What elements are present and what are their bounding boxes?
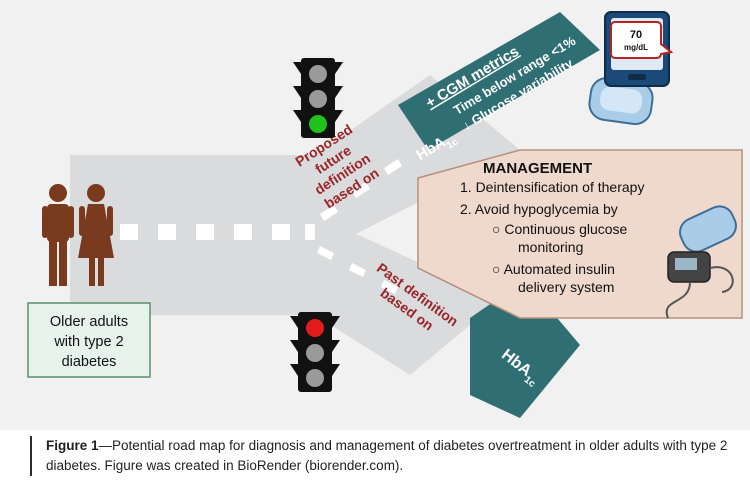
svg-text:monitoring: monitoring (518, 239, 583, 255)
svg-text:with type 2: with type 2 (53, 334, 123, 350)
caption-label: Figure 1 (46, 438, 99, 453)
cgm-sensor-icon (588, 76, 654, 126)
svg-text:2. Avoid hypoglycemia by: 2. Avoid hypoglycemia by (460, 201, 618, 217)
caption-text: —Potential road map for diagnosis and ma… (46, 438, 728, 473)
glucose-meter-icon: 70 mg/dL (604, 11, 674, 87)
svg-text:1. Deintensification of therap: 1. Deintensification of therapy (460, 179, 644, 195)
insulin-pump-icon (665, 251, 734, 319)
cgm-sensor-2-icon (679, 205, 737, 253)
lane-dashes (120, 159, 402, 294)
svg-text:Older adults: Older adults (50, 314, 128, 330)
glucose-value: 70 (630, 29, 642, 41)
man-icon (42, 184, 74, 286)
management-box: MANAGEMENT 1. Deintensification of thera… (417, 149, 743, 319)
svg-text:delivery system: delivery system (518, 279, 614, 295)
figure-caption: Figure 1—Potential road map for diagnosi… (30, 436, 746, 476)
diagram-canvas: + CGM metrics HbA1c Time below range <1%… (0, 0, 750, 430)
traffic-light-red-icon (290, 312, 340, 392)
svg-text:diabetes: diabetes (62, 354, 117, 370)
glucose-unit: mg/dL (624, 43, 648, 52)
older-adults-box: Older adults with type 2 diabetes (27, 302, 151, 378)
road-map-diagram: + CGM metrics HbA1c Time below range <1%… (27, 11, 743, 418)
svg-text:○ Continuous glucose: ○ Continuous glucose (492, 221, 628, 237)
woman-icon (78, 184, 114, 286)
traffic-light-green-icon (293, 58, 343, 138)
svg-text:○ Automated insulin: ○ Automated insulin (492, 261, 615, 277)
management-title: MANAGEMENT (483, 160, 592, 177)
